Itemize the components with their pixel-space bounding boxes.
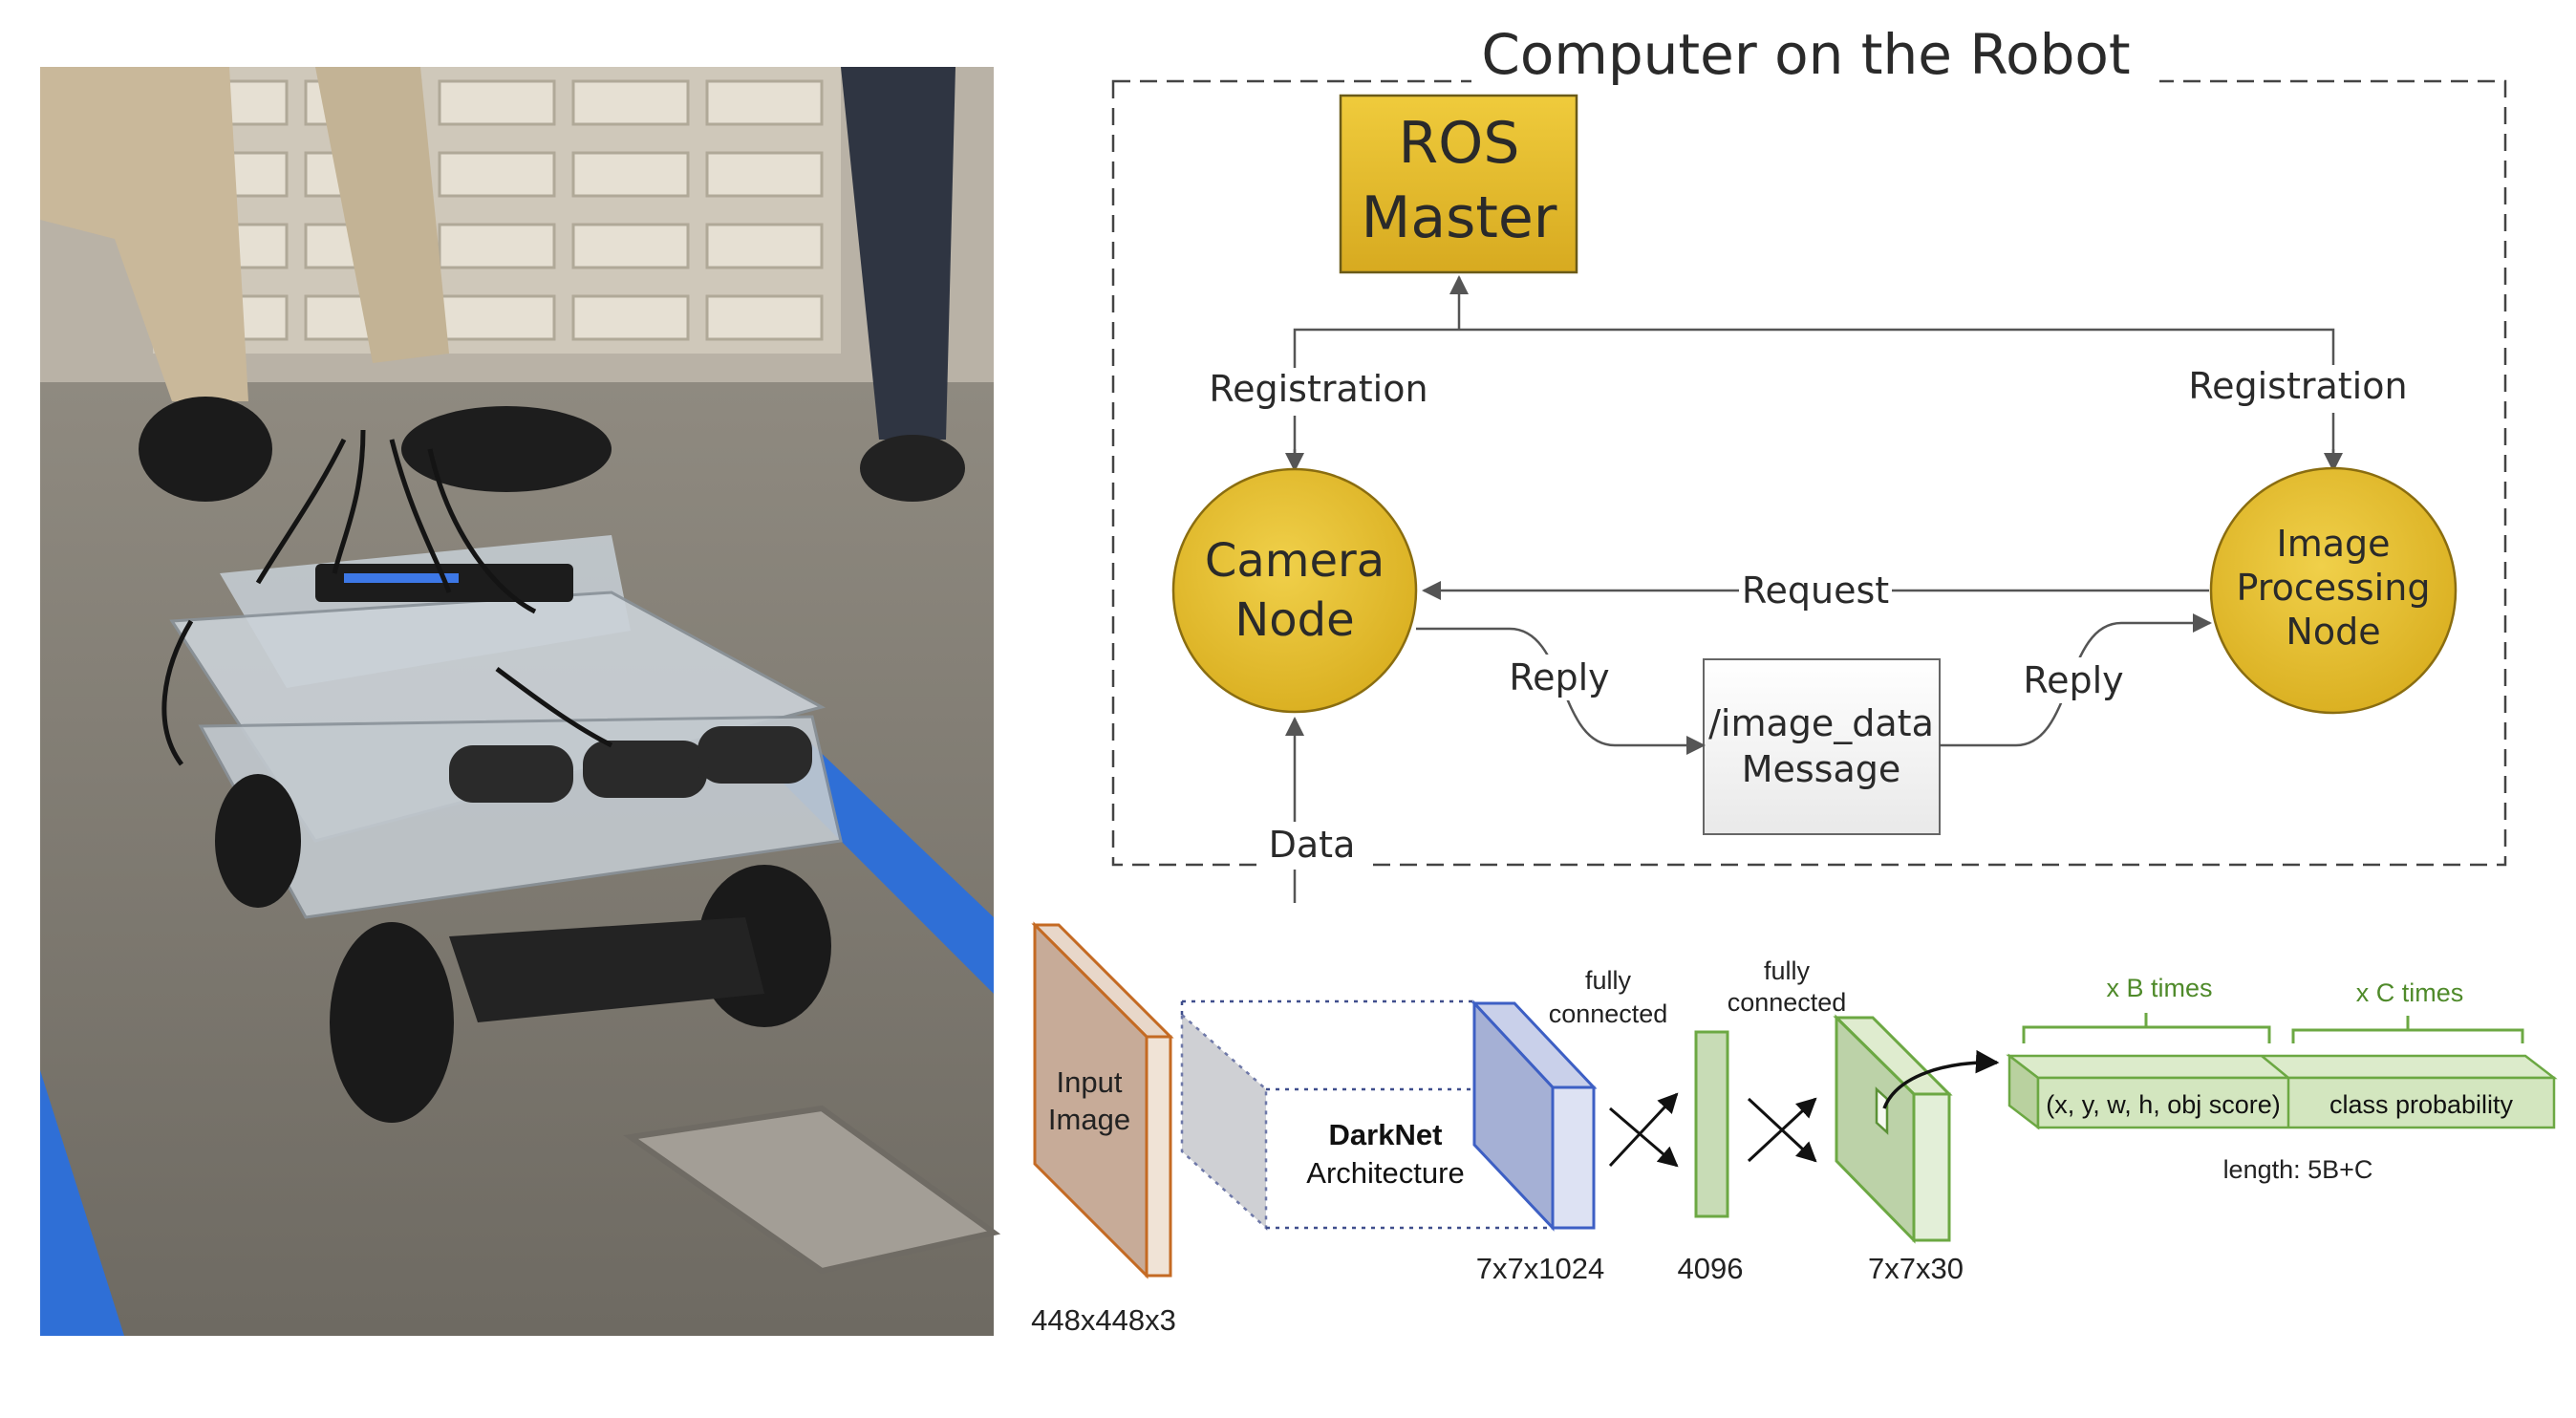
fc2-cross-arrow-up bbox=[1747, 1097, 1817, 1163]
class-probability-label: class probability bbox=[2329, 1090, 2514, 1119]
input-size-label: 448x448x3 bbox=[1031, 1303, 1176, 1337]
ros-master-box bbox=[1339, 94, 1578, 274]
image-processing-node bbox=[2209, 466, 2458, 715]
message-box-label-1: /image_data bbox=[1708, 702, 1934, 744]
fc2-label-2: connected bbox=[1728, 988, 1847, 1017]
c-times-brace bbox=[2291, 1016, 2524, 1043]
input-image-block bbox=[1033, 921, 1148, 1279]
darknet-sub-label: Architecture bbox=[1306, 1156, 1464, 1190]
feature-1024-block bbox=[1472, 999, 1555, 1232]
b-times-brace bbox=[2022, 1013, 2271, 1043]
output-vector-top bbox=[2006, 1054, 2558, 1080]
output-vector-front bbox=[2036, 1076, 2556, 1129]
output-cell-highlight bbox=[1875, 1086, 1889, 1135]
camera-node-label-2: Node bbox=[1234, 593, 1354, 647]
processing-node-label-1: Image bbox=[2276, 523, 2390, 565]
bbox-label: (x, y, w, h, obj score) bbox=[2046, 1090, 2281, 1119]
reply-left-label: Reply bbox=[1509, 656, 1609, 698]
robot-photo bbox=[40, 67, 1001, 1336]
fc2-label-1: fully bbox=[1764, 956, 1811, 985]
data-label: Data bbox=[1269, 824, 1356, 866]
camera-node bbox=[1171, 467, 1418, 714]
length-label: length: 5B+C bbox=[2223, 1155, 2373, 1184]
c-times-label: x C times bbox=[2356, 978, 2464, 1007]
fc1-label-1: fully bbox=[1585, 966, 1632, 995]
cell-to-vector-arrow bbox=[1882, 1049, 2000, 1109]
b-times-label: x B times bbox=[2106, 974, 2212, 1002]
input-image-label-1: Input bbox=[1057, 1065, 1123, 1099]
feature-1024-side bbox=[1551, 1085, 1596, 1230]
ros-diagram: Computer on the Robot ROS Master Registr… bbox=[1111, 22, 2507, 903]
output-tensor-block bbox=[1835, 1014, 1916, 1244]
message-box-label-2: Message bbox=[1742, 748, 1901, 790]
darknet-dotted-edges bbox=[1180, 999, 1553, 1230]
registration-connector bbox=[1293, 328, 2335, 468]
request-label: Request bbox=[1742, 569, 1889, 612]
registration-left-label: Registration bbox=[1209, 368, 1428, 410]
yolo-diagram: Input Image 448x448x3 DarkNet Architectu… bbox=[1031, 921, 2558, 1337]
ros-title: Computer on the Robot bbox=[1481, 22, 2130, 87]
darknet-feature-slice bbox=[1180, 1012, 1268, 1231]
output-tensor-side bbox=[1912, 1092, 1951, 1242]
fc1-label-2: connected bbox=[1549, 999, 1668, 1028]
output-vector-divider-top bbox=[2261, 1055, 2289, 1079]
image-data-message-box bbox=[1703, 658, 1941, 835]
ros-master-label-1: ROS bbox=[1398, 110, 1519, 177]
input-image-label-2: Image bbox=[1048, 1103, 1130, 1136]
processing-node-label-2: Processing bbox=[2237, 567, 2431, 609]
registration-right-label: Registration bbox=[2188, 365, 2407, 407]
reply-right-label: Reply bbox=[2023, 659, 2123, 701]
size-30-label: 7x7x30 bbox=[1868, 1252, 1964, 1285]
fc1-cross-arrow-down bbox=[1609, 1106, 1679, 1168]
input-image-side bbox=[1145, 1035, 1172, 1278]
size-4096-label: 4096 bbox=[1678, 1252, 1744, 1285]
processing-node-label-3: Node bbox=[2286, 611, 2380, 653]
camera-node-label-1: Camera bbox=[1205, 534, 1385, 588]
size-1024-label: 7x7x1024 bbox=[1476, 1252, 1604, 1285]
fc1-cross-arrow-up bbox=[1608, 1092, 1679, 1168]
fc-4096-vector bbox=[1694, 1030, 1729, 1218]
darknet-label: DarkNet bbox=[1329, 1118, 1443, 1151]
ros-master-label-2: Master bbox=[1362, 184, 1557, 251]
